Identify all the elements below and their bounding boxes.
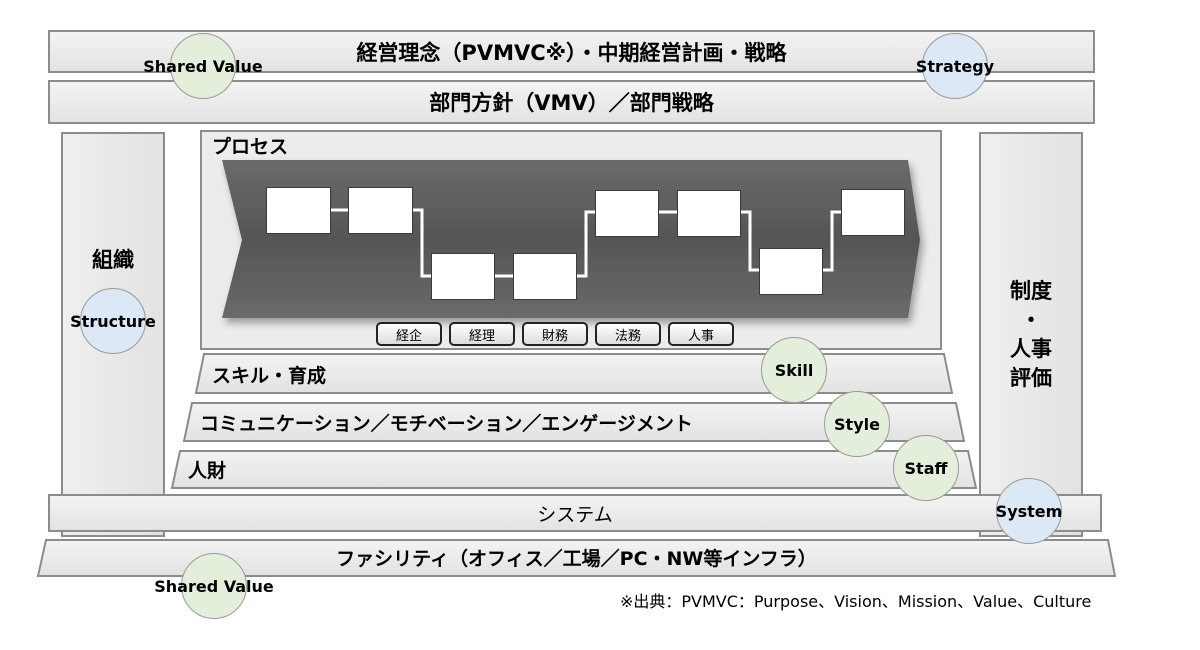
shared-value-circle-top: Shared Value (143, 33, 263, 99)
process-step-box (595, 190, 659, 237)
process-step-box (513, 253, 577, 300)
talent-layer-label: 人財 (188, 460, 227, 482)
right-pillar-line: 人事 (1010, 337, 1052, 361)
communication-layer (182, 402, 966, 442)
process-step-box (677, 190, 741, 237)
right-pillar-line: 評価 (1010, 366, 1052, 390)
skill-layer-label: スキル・育成 (212, 365, 327, 387)
process-step-box (841, 189, 905, 236)
communication-layer-label: コミュニケーション／モチベーション／エンゲージメント (200, 413, 693, 435)
top-band-label: 経営理念（PVMVC※）・中期経営計画・戦略 (356, 40, 787, 65)
footnote: ※出典：PVMVC：Purpose、Vision、Mission、Value、C… (620, 592, 1092, 611)
skill-circle: Skill (761, 337, 827, 403)
left-pillar-label: 組織 (92, 248, 134, 272)
right-pillar-line: 制度 (1010, 279, 1052, 303)
process-step-box (266, 187, 331, 234)
right-pillar-label: 制度 ・ 人事 評価 (981, 277, 1081, 393)
dept-tab-keiri: 経理 (449, 322, 515, 346)
process-connectors (331, 208, 841, 278)
process-step-box (759, 248, 823, 295)
staff-circle: Staff (893, 435, 959, 501)
dept-tab-houmu: 法務 (595, 322, 661, 346)
process-step-box (431, 253, 495, 300)
right-pillar-line: ・ (1020, 308, 1042, 332)
facility-band (36, 539, 1117, 577)
style-circle: Style (824, 391, 890, 457)
facility-band-label: ファシリティ（オフィス／工場／PC・NW等インフラ） (336, 548, 817, 570)
system-circle: System (996, 478, 1062, 544)
dept-tab-jinji: 人事 (668, 322, 734, 346)
shared-value-circle-bottom: Shared Value (154, 553, 274, 619)
process-step-box (348, 187, 413, 234)
dept-tab-keiki: 経企 (376, 322, 442, 346)
strategy-circle: Strategy (916, 33, 994, 99)
system-band-label: システム (537, 503, 613, 526)
structure-circle: Structure (70, 288, 156, 354)
process-title: プロセス (212, 136, 289, 158)
dept-band: 部門方針（VMV）／部門戦略 (48, 80, 1095, 124)
right-pillar: 制度 ・ 人事 評価 (979, 132, 1083, 537)
dept-band-label: 部門方針（VMV）／部門戦略 (429, 91, 714, 115)
talent-layer (170, 450, 978, 489)
dept-tab-zaimu: 財務 (522, 322, 588, 346)
system-band: システム (48, 494, 1102, 532)
